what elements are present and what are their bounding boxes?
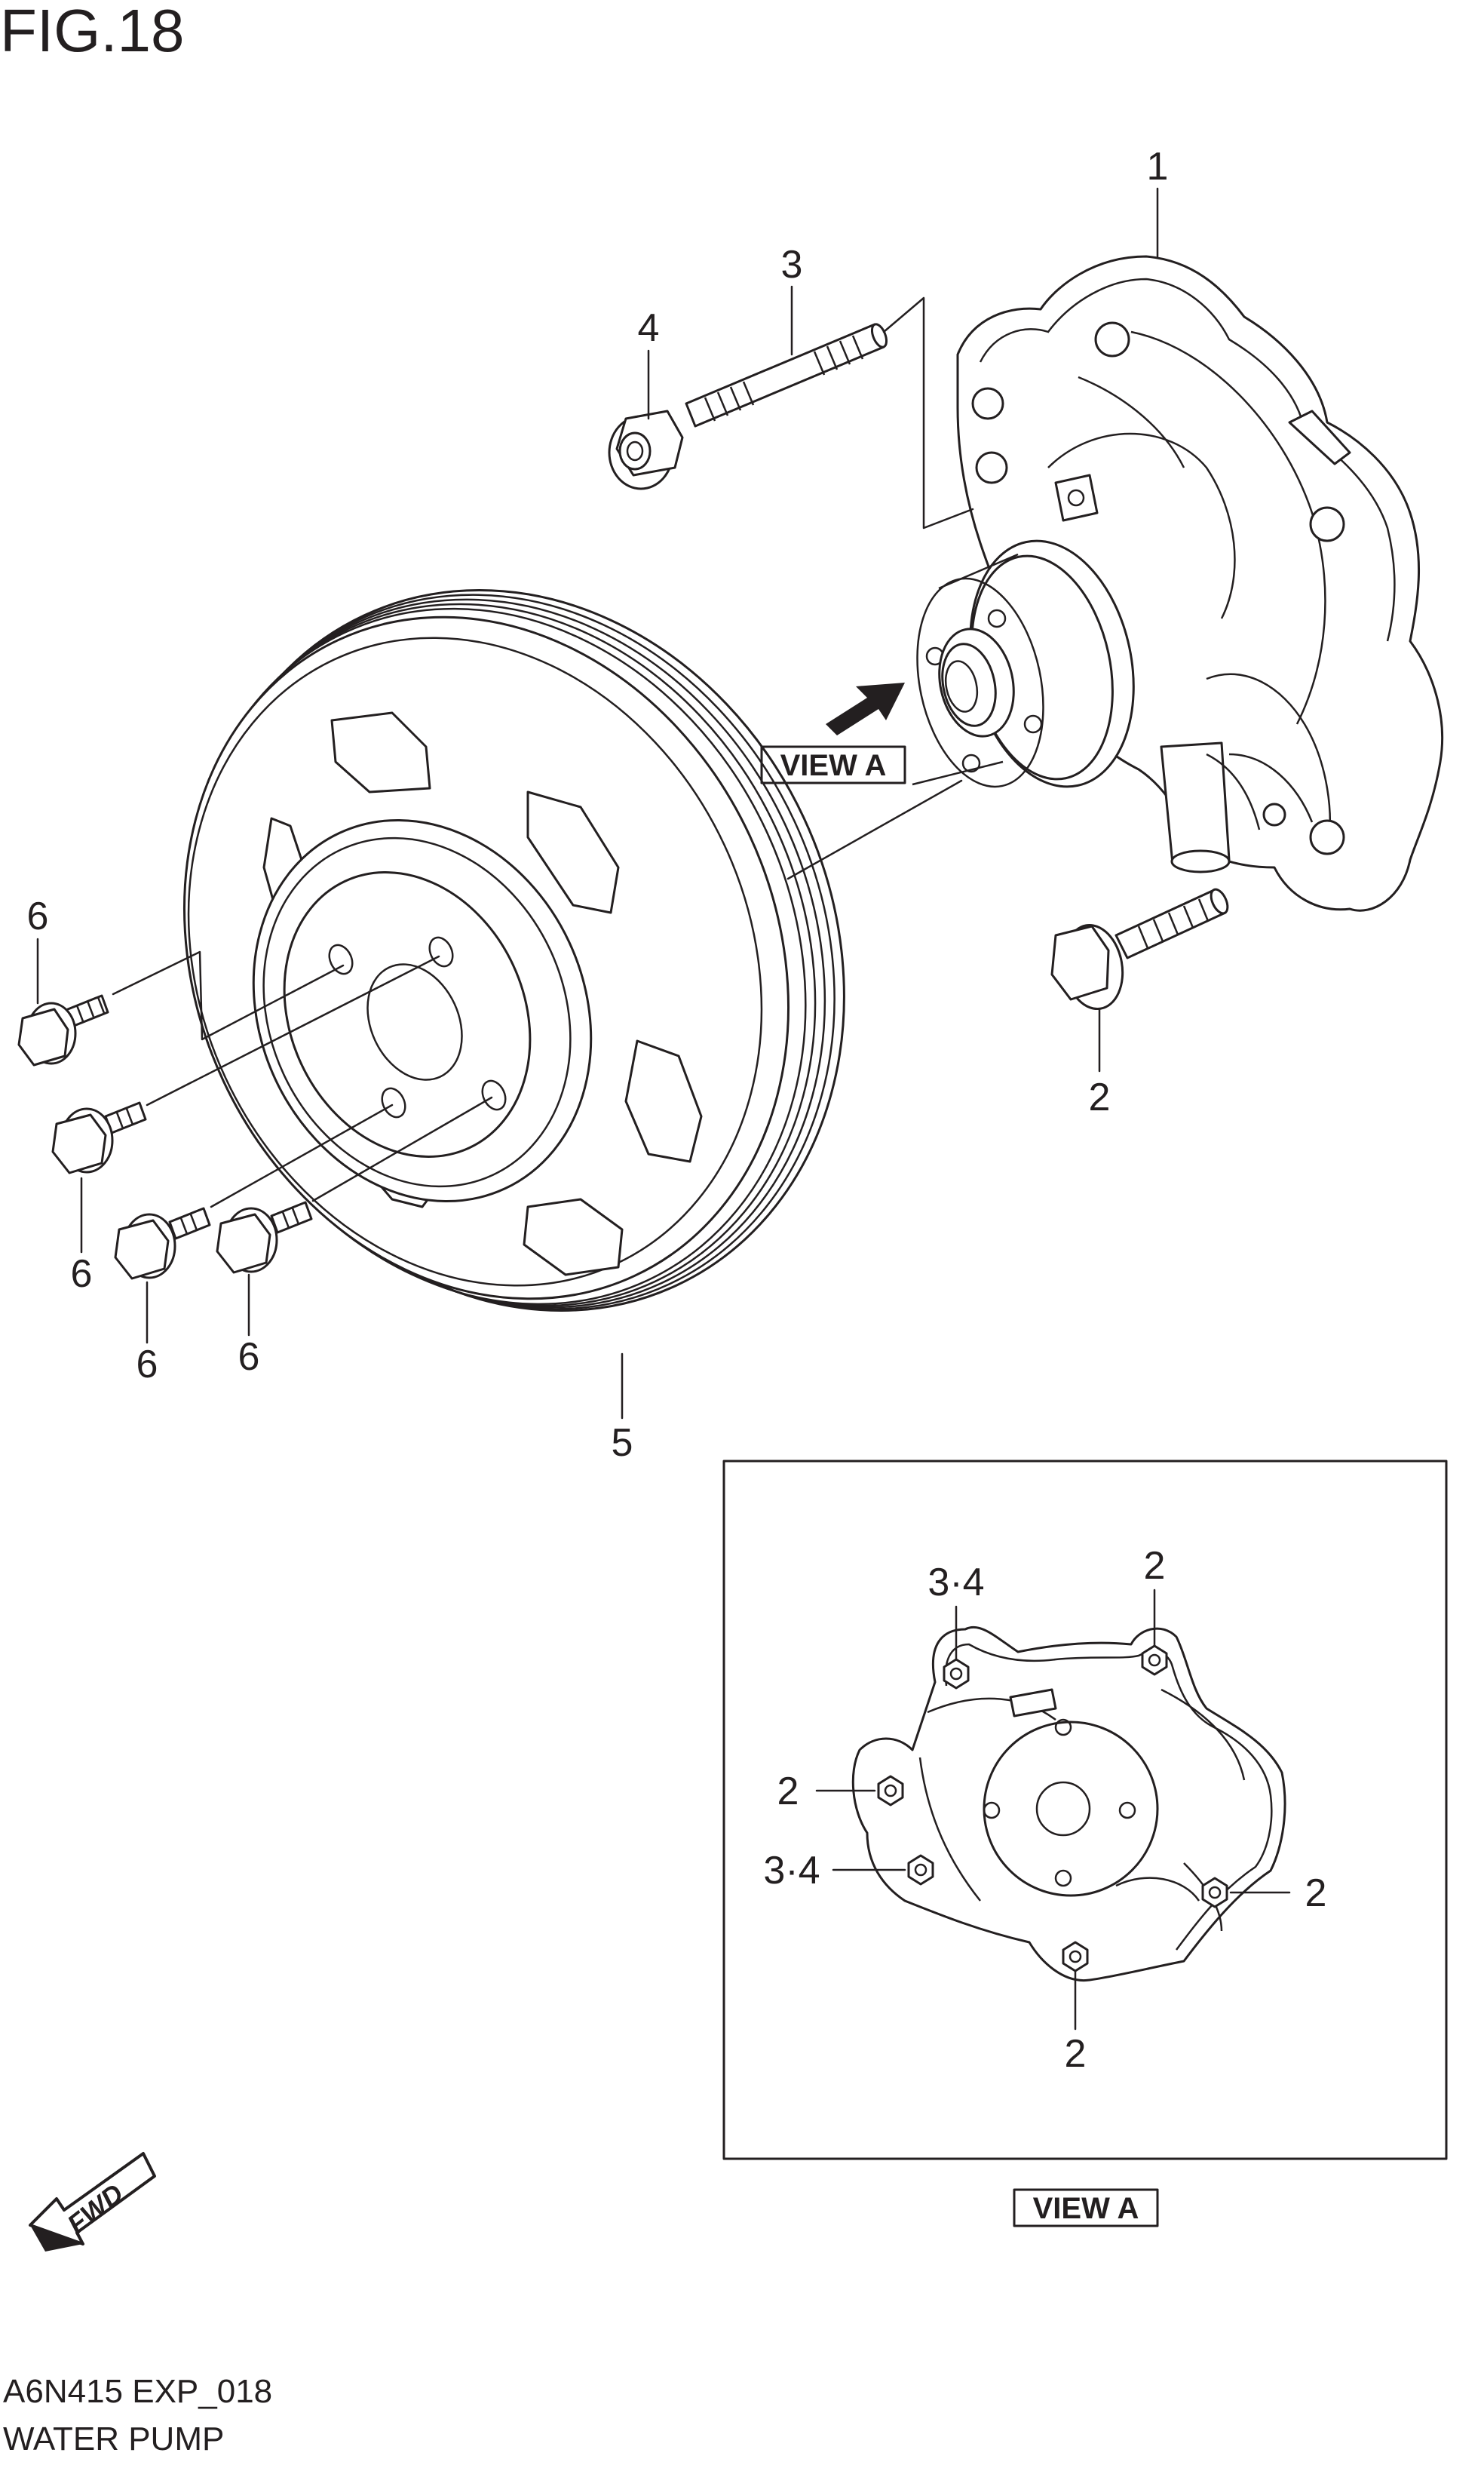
callout-5: 5: [612, 1421, 633, 1465]
view-a-tag: VIEW A: [760, 745, 906, 784]
callout-2: 2: [1089, 1076, 1111, 1119]
stud-bolt[interactable]: [685, 322, 889, 428]
callout-3: 3: [781, 243, 803, 287]
pulley-bolt-1[interactable]: [17, 994, 109, 1067]
view-a-callout-top-right: 2: [1144, 1544, 1166, 1588]
callout-6c: 6: [136, 1343, 158, 1386]
callout-6d: 6: [238, 1335, 260, 1379]
water-pump[interactable]: [900, 255, 1444, 912]
view-a-callout-mid-left: 2: [777, 1770, 799, 1813]
footer-name: WATER PUMP: [3, 2420, 224, 2457]
flange-nut[interactable]: [608, 410, 684, 490]
pulley-bolt-2[interactable]: [51, 1101, 147, 1174]
view-a-callout-lower-left: 3·4: [763, 1849, 820, 1892]
callout-1: 1: [1147, 145, 1169, 189]
pulley-bolt-4[interactable]: [216, 1201, 313, 1274]
callout-6b: 6: [71, 1252, 93, 1296]
view-a-callout-right: 2: [1305, 1871, 1327, 1915]
callout-6a: 6: [27, 895, 49, 938]
svg-text:VIEW A: VIEW A: [780, 749, 887, 782]
leader-lines: [36, 187, 1159, 1420]
fig-title: FIG.18: [0, 0, 185, 64]
pump-bolt[interactable]: [1050, 887, 1231, 1014]
view-a-caption: VIEW A: [1013, 2188, 1159, 2227]
view-a-callout-top-left: 3·4: [928, 1561, 984, 1604]
fwd-arrow-icon: FWD: [29, 2152, 156, 2252]
view-a-callout-bottom: 2: [1065, 2032, 1087, 2076]
footer-code: A6N415 EXP_018: [3, 2373, 272, 2410]
svg-text:VIEW A: VIEW A: [1033, 2192, 1139, 2225]
view-a-inset: 3·4 2 2 3·4 2 2: [722, 1460, 1448, 2160]
callout-4: 4: [638, 306, 660, 350]
view-a-arrow: [826, 683, 905, 735]
pulley-bolt-3[interactable]: [114, 1207, 211, 1280]
pulley[interactable]: [75, 483, 961, 1418]
